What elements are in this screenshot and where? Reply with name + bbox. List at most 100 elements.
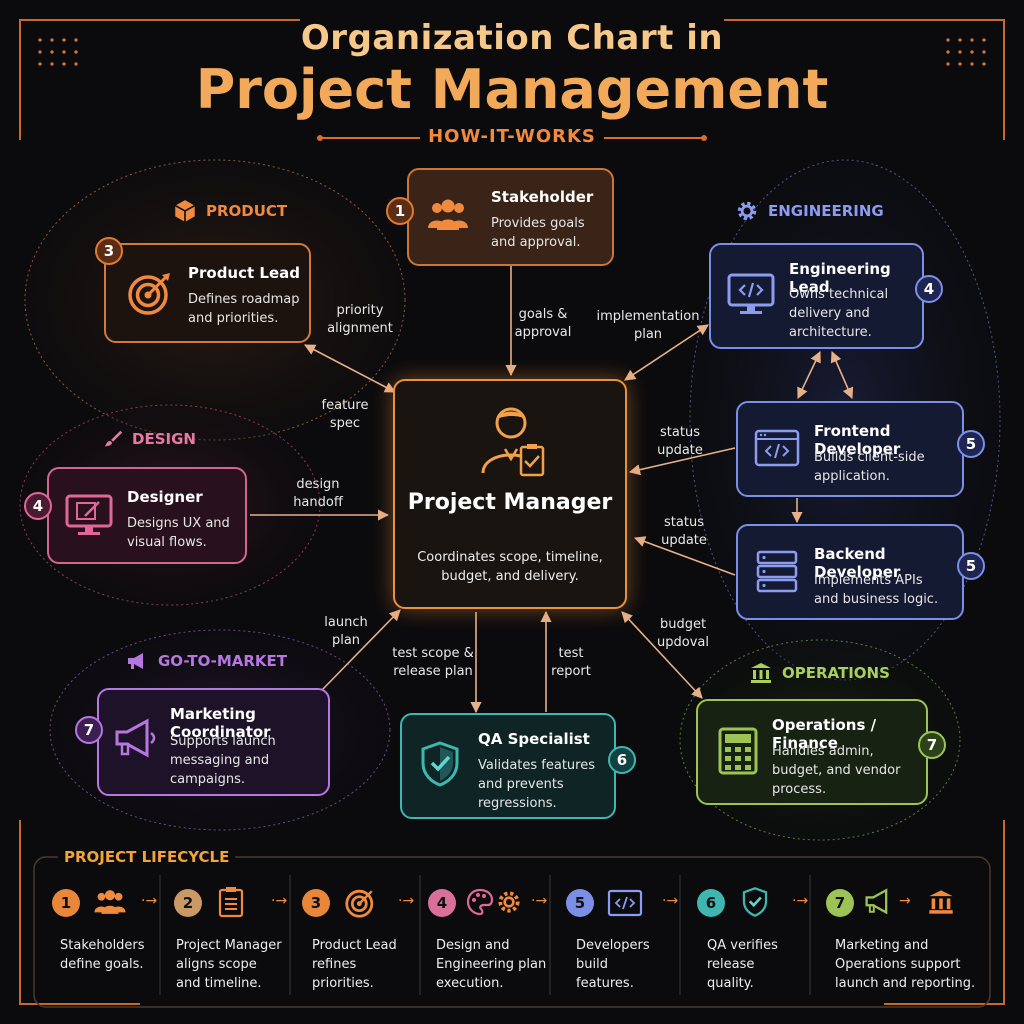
group-design: DESIGN [102,428,196,450]
code-monitor-icon [727,273,775,314]
code-window-icon [754,429,800,467]
stakeholder-name: Stakeholder [491,188,594,206]
edge-label-goals: goals &approval [514,307,572,340]
lifecycle-arrow-1: ·→ [141,893,158,909]
lifecycle-step-1-number: 1 [52,889,80,917]
shield-check-icon [421,741,459,787]
megaphone-icon [128,653,143,669]
engineering-lead-badge: 4 [915,275,943,303]
brush-icon [104,430,123,447]
gear-icon [737,201,757,221]
group-design-label: DESIGN [132,430,196,448]
group-people-icon [428,199,468,230]
marketing-coordinator-badge: 7 [75,716,103,744]
group-product: PRODUCT [172,198,287,224]
group-operations-label: OPERATIONS [782,664,890,682]
lifecycle-title: PROJECT LIFECYCLE [58,848,236,866]
operations-finance-badge: 7 [918,731,946,759]
operations-finance-card[interactable]: Operations / Finance Handles admin,budge… [696,699,928,805]
box-icon [174,200,196,222]
palette-icon [466,888,494,916]
lifecycle-step-7-number: 7 [826,889,854,917]
subtitle: HOW-IT-WORKS [428,126,596,147]
lifecycle-arrow-7: → [899,893,911,909]
lifecycle-step-2-number: 2 [174,889,202,917]
product-lead-name: Product Lead [188,264,300,282]
group-engineering: ENGINEERING [734,198,884,224]
group-product-label: PRODUCT [206,202,288,220]
lifecycle-arrow-6: ·→ [792,893,809,909]
calculator-icon [718,727,758,775]
target-icon [345,889,374,918]
clipboard-icon [218,887,244,918]
frontend-developer-badge: 5 [957,430,985,458]
lifecycle-step-5-number: 5 [566,889,594,917]
megaphone-icon [865,888,888,915]
lifecycle-arrow-5: ·→ [662,893,679,909]
lifecycle-step-6-number: 6 [697,889,725,917]
product-lead-badge: 3 [95,237,123,265]
project-manager-desc: Coordinates scope, timeline,budget, and … [417,550,603,584]
design-monitor-icon [65,494,113,535]
megaphone-icon [115,718,156,758]
bank-icon [929,890,953,914]
title-line1: Organization Chart in [300,18,724,58]
bank-icon [751,663,771,683]
gear-icon [498,891,520,913]
qa-specialist-name: QA Specialist [478,730,590,748]
server-icon [756,550,798,593]
qa-specialist-badge: 6 [608,746,636,774]
project-manager-name: Project Manager [407,490,613,515]
group-gtm-label: GO-TO-MARKET [158,652,288,670]
backend-developer-name: Backend Developer [814,545,901,581]
stakeholder-badge: 1 [386,197,414,225]
lifecycle-step-4-number: 4 [428,889,456,917]
engineering-lead-name: Engineering Lead [789,260,891,296]
lifecycle-arrow-2: ·→ [271,893,288,909]
lifecycle-arrow-4: ·→ [531,893,548,909]
frontend-developer-name: Frontend Developer [814,422,901,458]
manager-person-icon [481,407,545,477]
shield-check-icon [742,887,768,917]
operations-finance-name: Operations / Finance [772,716,877,752]
target-icon [128,273,170,315]
group-gtm: GO-TO-MARKET [124,649,287,673]
group-engineering-label: ENGINEERING [768,202,884,220]
code-window-icon [607,889,643,917]
designer-name: Designer [127,488,203,506]
lifecycle-arrow-3: ·→ [398,893,415,909]
project-manager-card[interactable] [393,379,627,609]
group-operations: OPERATIONS [748,661,890,685]
designer-badge: 4 [24,492,52,520]
edge-label-test-scope: test scope &release plan [392,646,474,679]
